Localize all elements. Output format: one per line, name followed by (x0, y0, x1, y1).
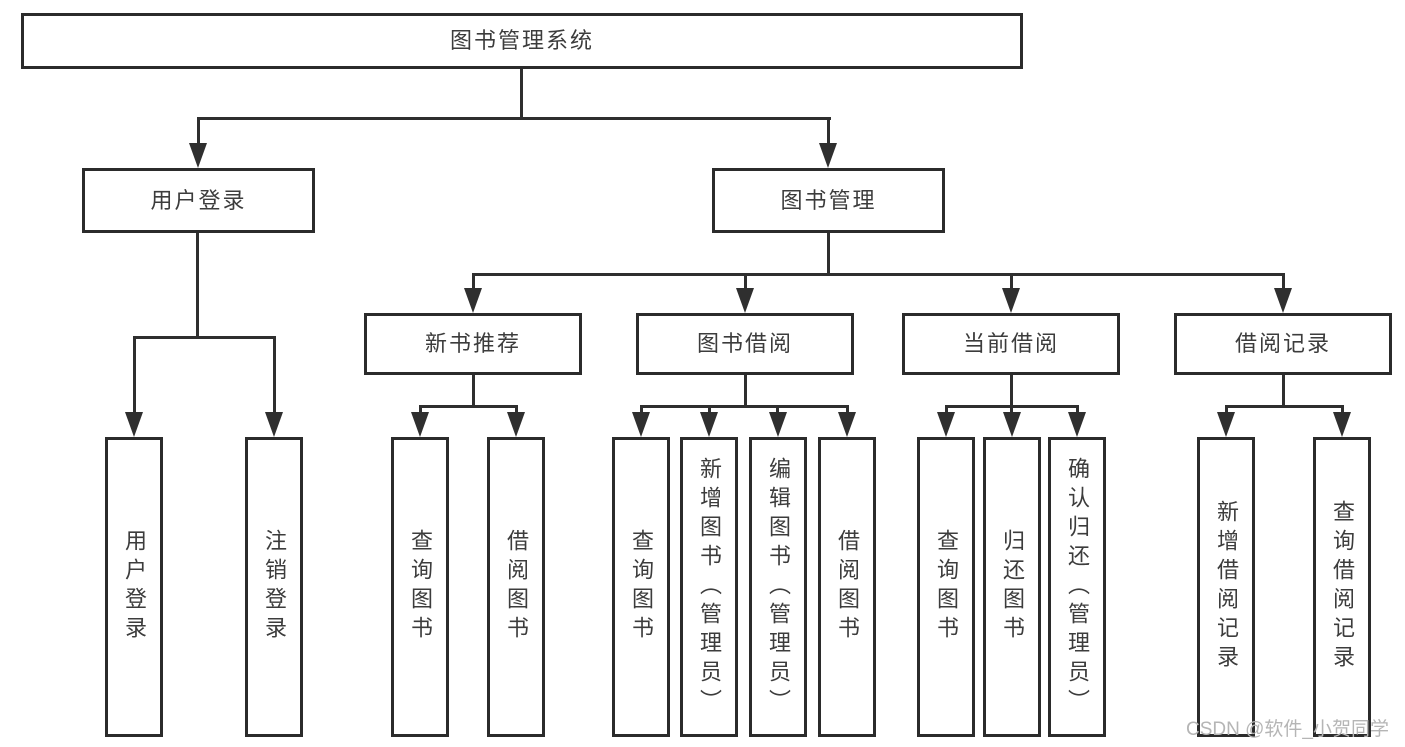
node-borrow-records-label: 借阅记录 (1234, 331, 1331, 356)
arrowhead-down-icon (1274, 288, 1292, 313)
arrowhead-down-icon (1217, 412, 1235, 437)
arrowhead-down-icon (937, 412, 955, 437)
leaf-edit-book-admin-label: 编辑图书（管理员） (766, 456, 791, 718)
connector-newbook-rail (419, 405, 518, 408)
connector-current-drop-2 (1010, 405, 1013, 415)
node-book-management: 图书管理 (712, 168, 945, 233)
leaf-edit-book-admin: 编辑图书（管理员） (749, 437, 807, 737)
arrowhead-down-icon (411, 412, 429, 437)
leaf-borrow-books-2: 借阅图书 (818, 437, 876, 737)
leaf-borrow-books-2-label: 借阅图书 (835, 529, 860, 645)
arrowhead-down-icon (632, 412, 650, 437)
node-current-borrow-label: 当前借阅 (962, 331, 1059, 356)
connector-borrow-rail (640, 405, 848, 408)
node-user-login-branch-label: 用户登录 (150, 187, 247, 213)
connector-userlogin-drop-2 (273, 336, 276, 416)
connector-current-stem (1010, 375, 1013, 405)
arrowhead-down-icon (819, 143, 837, 168)
connector-current-drop-1 (945, 405, 948, 415)
connector-userlogin-drop-1 (133, 336, 136, 416)
arrowhead-down-icon (700, 412, 718, 437)
connector-current-drop-3 (1076, 405, 1079, 415)
arrowhead-down-icon (125, 412, 143, 437)
connector-newbook-drop-1 (419, 405, 422, 415)
connector-userlogin-stem (196, 233, 199, 336)
connector-root-stem (520, 69, 523, 117)
leaf-query-books-1-label: 查询图书 (408, 529, 433, 645)
connector-newbook-stem (472, 375, 475, 405)
connector-records-drop-2 (1341, 405, 1344, 415)
connector-newbook-drop-2 (515, 405, 518, 415)
leaf-query-borrow-record-label: 查询借阅记录 (1330, 500, 1355, 674)
node-new-book-recommend-label: 新书推荐 (424, 331, 521, 356)
connector-root-drop-right (827, 117, 830, 147)
leaf-return-book-label: 归还图书 (1000, 529, 1025, 645)
leaf-borrow-books-1: 借阅图书 (487, 437, 545, 737)
connector-borrow-stem (744, 375, 747, 405)
connector-borrow-drop-2 (708, 405, 711, 415)
leaf-query-books-3: 查询图书 (917, 437, 975, 737)
arrowhead-down-icon (1002, 288, 1020, 313)
arrowhead-down-icon (1068, 412, 1086, 437)
arrowhead-down-icon (736, 288, 754, 313)
arrowhead-down-icon (265, 412, 283, 437)
arrowhead-down-icon (769, 412, 787, 437)
leaf-query-books-2: 查询图书 (612, 437, 670, 737)
leaf-return-book: 归还图书 (983, 437, 1041, 737)
node-borrow-records: 借阅记录 (1174, 313, 1392, 375)
arrowhead-down-icon (464, 288, 482, 313)
connector-userlogin-rail (133, 336, 276, 339)
arrowhead-down-icon (838, 412, 856, 437)
leaf-logout: 注销登录 (245, 437, 303, 737)
connector-root-rail (197, 117, 831, 120)
arrowhead-down-icon (1333, 412, 1351, 437)
node-current-borrow: 当前借阅 (902, 313, 1120, 375)
connector-borrow-drop-1 (640, 405, 643, 415)
connector-bookmgmt-stem (827, 233, 830, 273)
leaf-query-borrow-record: 查询借阅记录 (1313, 437, 1371, 737)
connector-bookmgmt-rail (472, 273, 1285, 276)
leaf-user-login: 用户登录 (105, 437, 163, 737)
connector-bookmgmt-drop-1 (472, 273, 475, 291)
leaf-query-books-2-label: 查询图书 (629, 529, 654, 645)
node-book-management-label: 图书管理 (780, 187, 877, 213)
connector-borrow-drop-3 (776, 405, 779, 415)
leaf-add-borrow-record-label: 新增借阅记录 (1214, 500, 1239, 674)
connector-bookmgmt-drop-3 (1010, 273, 1013, 291)
connector-bookmgmt-drop-4 (1282, 273, 1285, 291)
connector-records-rail (1225, 405, 1343, 408)
leaf-query-books-3-label: 查询图书 (934, 529, 959, 645)
node-user-login-branch: 用户登录 (82, 168, 315, 233)
leaf-add-book-admin: 新增图书（管理员） (680, 437, 738, 737)
node-new-book-recommend: 新书推荐 (364, 313, 582, 375)
connector-bookmgmt-drop-2 (744, 273, 747, 291)
leaf-logout-label: 注销登录 (262, 529, 287, 645)
node-library-system: 图书管理系统 (21, 13, 1023, 69)
leaf-confirm-return-admin-label: 确认归还（管理员） (1065, 456, 1090, 718)
connector-borrow-drop-4 (846, 405, 849, 415)
connector-records-stem (1282, 375, 1285, 405)
leaf-user-login-label: 用户登录 (122, 529, 147, 645)
leaf-query-books-1: 查询图书 (391, 437, 449, 737)
connector-records-drop-1 (1225, 405, 1228, 415)
arrowhead-down-icon (1003, 412, 1021, 437)
node-book-borrow: 图书借阅 (636, 313, 854, 375)
leaf-confirm-return-admin: 确认归还（管理员） (1048, 437, 1106, 737)
node-book-borrow-label: 图书借阅 (696, 331, 793, 356)
arrowhead-down-icon (189, 143, 207, 168)
leaf-add-borrow-record: 新增借阅记录 (1197, 437, 1255, 737)
node-library-system-label: 图书管理系统 (449, 28, 594, 53)
arrowhead-down-icon (507, 412, 525, 437)
connector-root-drop-left (197, 117, 200, 147)
leaf-borrow-books-1-label: 借阅图书 (504, 529, 529, 645)
leaf-add-book-admin-label: 新增图书（管理员） (697, 456, 722, 718)
csdn-watermark: CSDN @软件_小贺同学 (1186, 719, 1389, 740)
